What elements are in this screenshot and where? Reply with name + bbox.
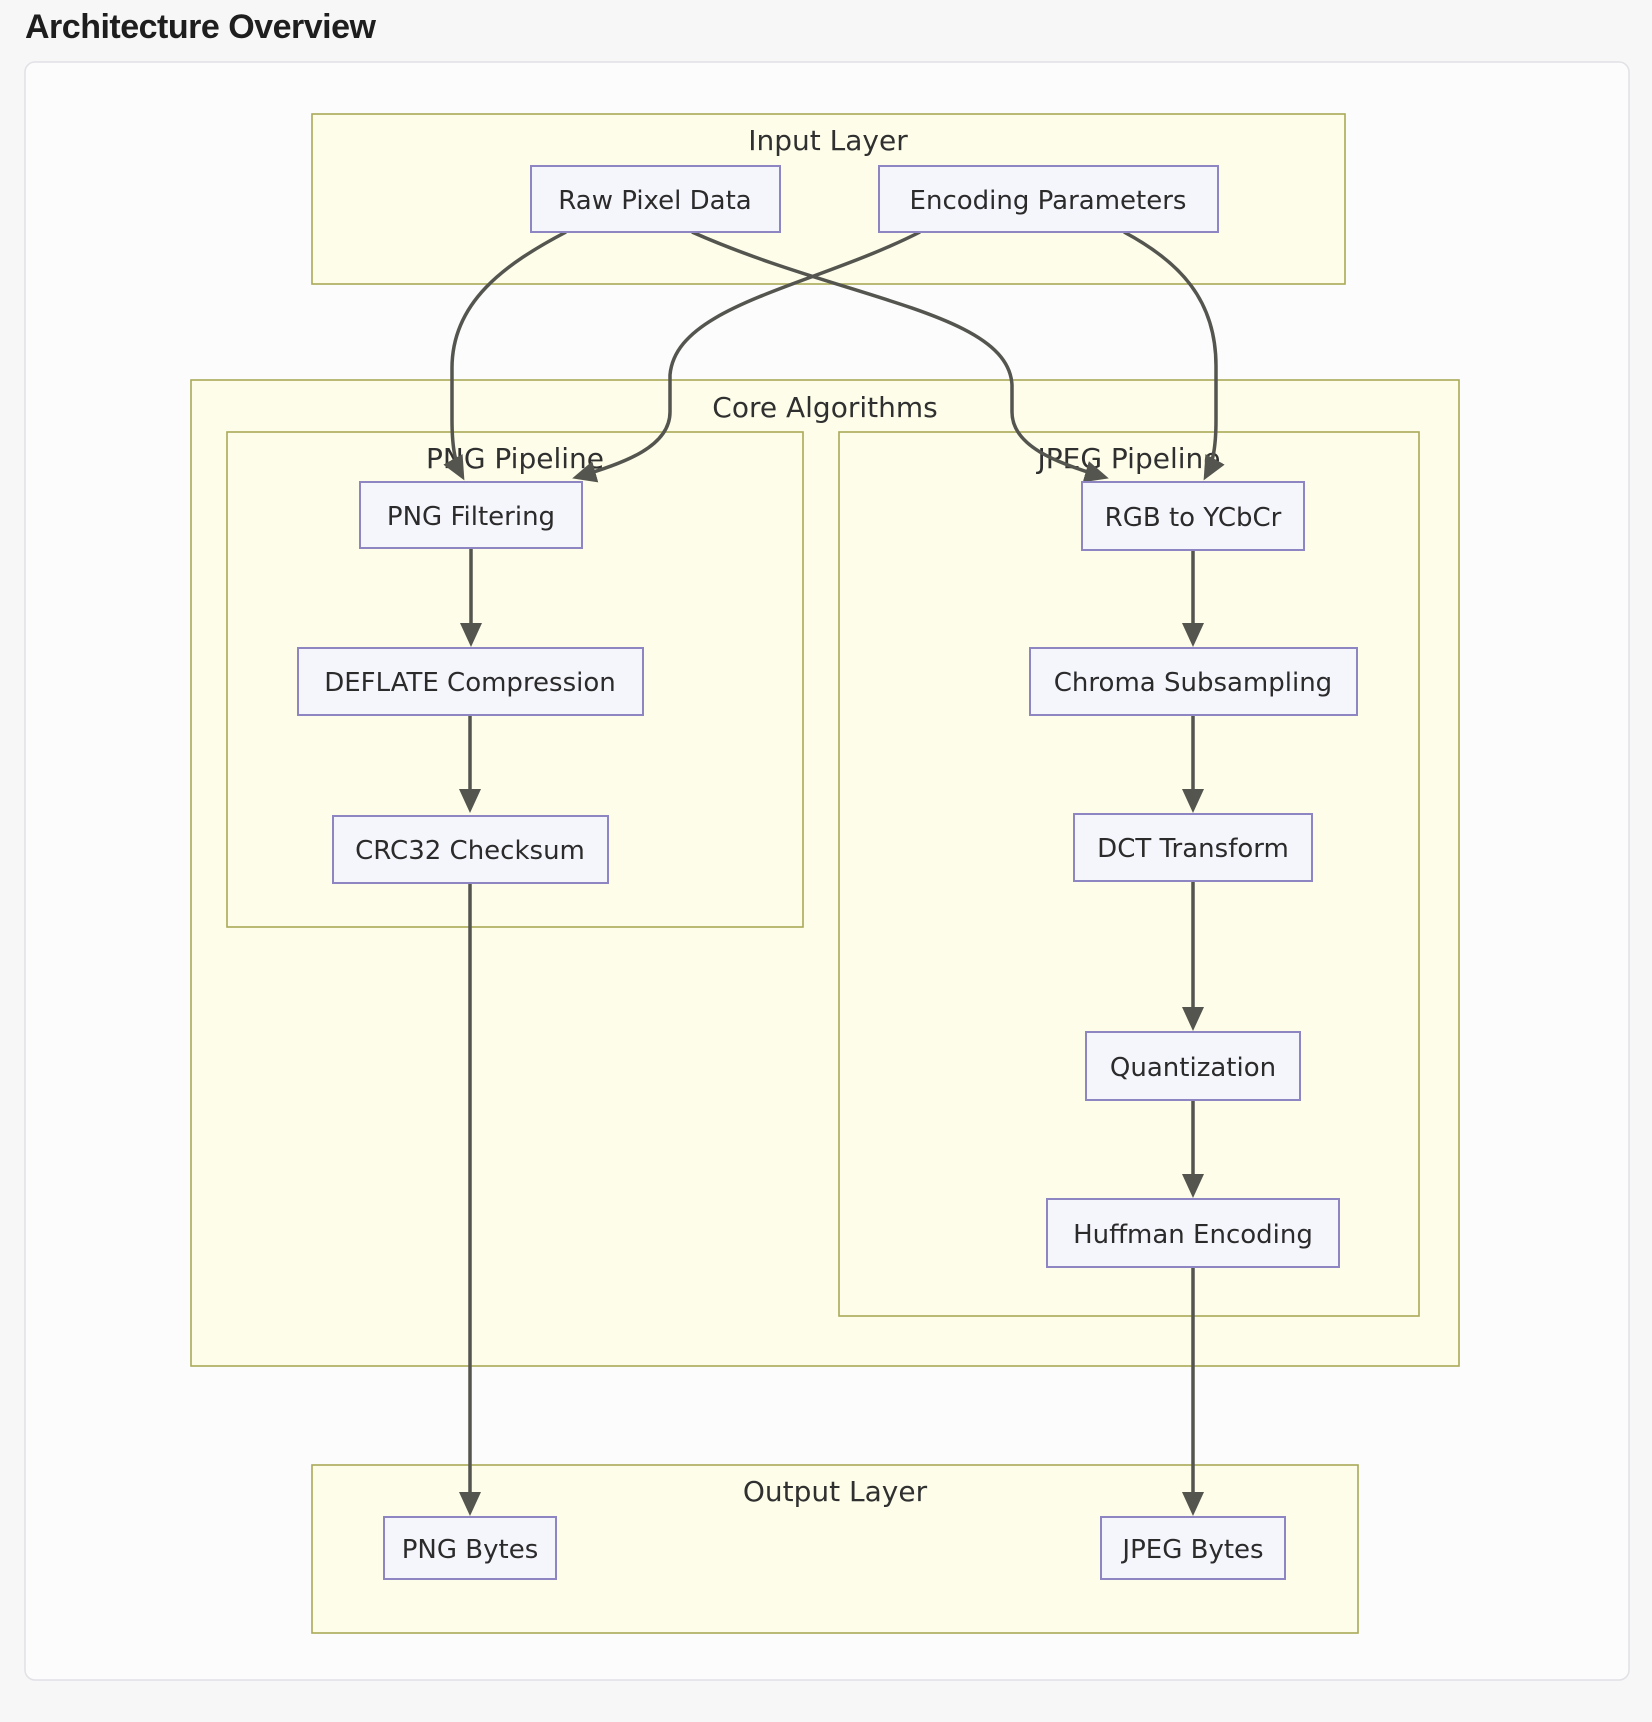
node-dct-transform-box — [1073, 813, 1313, 882]
node-rgb-to-ycbcr: RGB to YCbCr — [1081, 481, 1305, 551]
node-quantization: Quantization — [1085, 1031, 1301, 1101]
node-crc32-checksum-box — [332, 815, 609, 884]
node-png-filtering-label: PNG Filtering — [387, 502, 555, 532]
node-jpeg-bytes-box — [1100, 1516, 1286, 1580]
node-deflate-compression: DEFLATE Compression — [297, 647, 644, 716]
cluster-jpeg-pipeline-label: JPEG Pipeline — [1035, 442, 1220, 475]
edge-raw-pixel-data-to-png-filtering — [443, 230, 567, 481]
cluster-input-layer-label: Input Layer — [748, 124, 908, 157]
node-png-bytes-label: PNG Bytes — [402, 1535, 539, 1565]
node-jpeg-bytes-label: JPEG Bytes — [1120, 1535, 1263, 1565]
node-chroma-subsampling-box — [1029, 647, 1358, 716]
node-png-bytes-box — [383, 1516, 557, 1580]
node-huffman-encoding-label: Huffman Encoding — [1073, 1220, 1313, 1250]
node-dct-transform: DCT Transform — [1073, 813, 1313, 882]
node-png-filtering-box — [359, 481, 583, 549]
node-encoding-parameters-box — [878, 165, 1219, 233]
node-huffman-encoding: Huffman Encoding — [1046, 1198, 1340, 1268]
node-raw-pixel-data-box — [530, 165, 781, 233]
node-quantization-box — [1085, 1031, 1301, 1101]
node-png-bytes: PNG Bytes — [383, 1516, 557, 1580]
node-png-filtering: PNG Filtering — [359, 481, 583, 549]
edge-encoding-parameters-to-rgb-to-ycbcr — [1123, 230, 1225, 481]
node-crc32-checksum: CRC32 Checksum — [332, 815, 609, 884]
node-rgb-to-ycbcr-box — [1081, 481, 1305, 551]
node-encoding-parameters: Encoding Parameters — [878, 165, 1219, 233]
node-crc32-checksum-label: CRC32 Checksum — [355, 836, 585, 866]
node-deflate-compression-box — [297, 647, 644, 716]
node-chroma-subsampling: Chroma Subsampling — [1029, 647, 1358, 716]
edge-encoding-parameters-to-png-filtering — [572, 230, 921, 483]
edge-raw-pixel-data-to-rgb-to-ycbcr — [691, 230, 1109, 483]
page-title: Architecture Overview — [25, 8, 376, 46]
node-encoding-parameters-label: Encoding Parameters — [910, 186, 1187, 216]
node-chroma-subsampling-label: Chroma Subsampling — [1054, 668, 1332, 698]
node-rgb-to-ycbcr-label: RGB to YCbCr — [1105, 503, 1282, 533]
node-raw-pixel-data: Raw Pixel Data — [530, 165, 781, 233]
node-jpeg-bytes: JPEG Bytes — [1100, 1516, 1286, 1580]
node-quantization-label: Quantization — [1110, 1053, 1276, 1083]
node-deflate-compression-label: DEFLATE Compression — [324, 668, 616, 698]
node-raw-pixel-data-label: Raw Pixel Data — [558, 186, 751, 216]
cluster-core-algorithms-label: Core Algorithms — [712, 391, 937, 424]
node-huffman-encoding-box — [1046, 1198, 1340, 1268]
node-dct-transform-label: DCT Transform — [1097, 834, 1289, 864]
cluster-output-layer-label: Output Layer — [743, 1475, 928, 1508]
